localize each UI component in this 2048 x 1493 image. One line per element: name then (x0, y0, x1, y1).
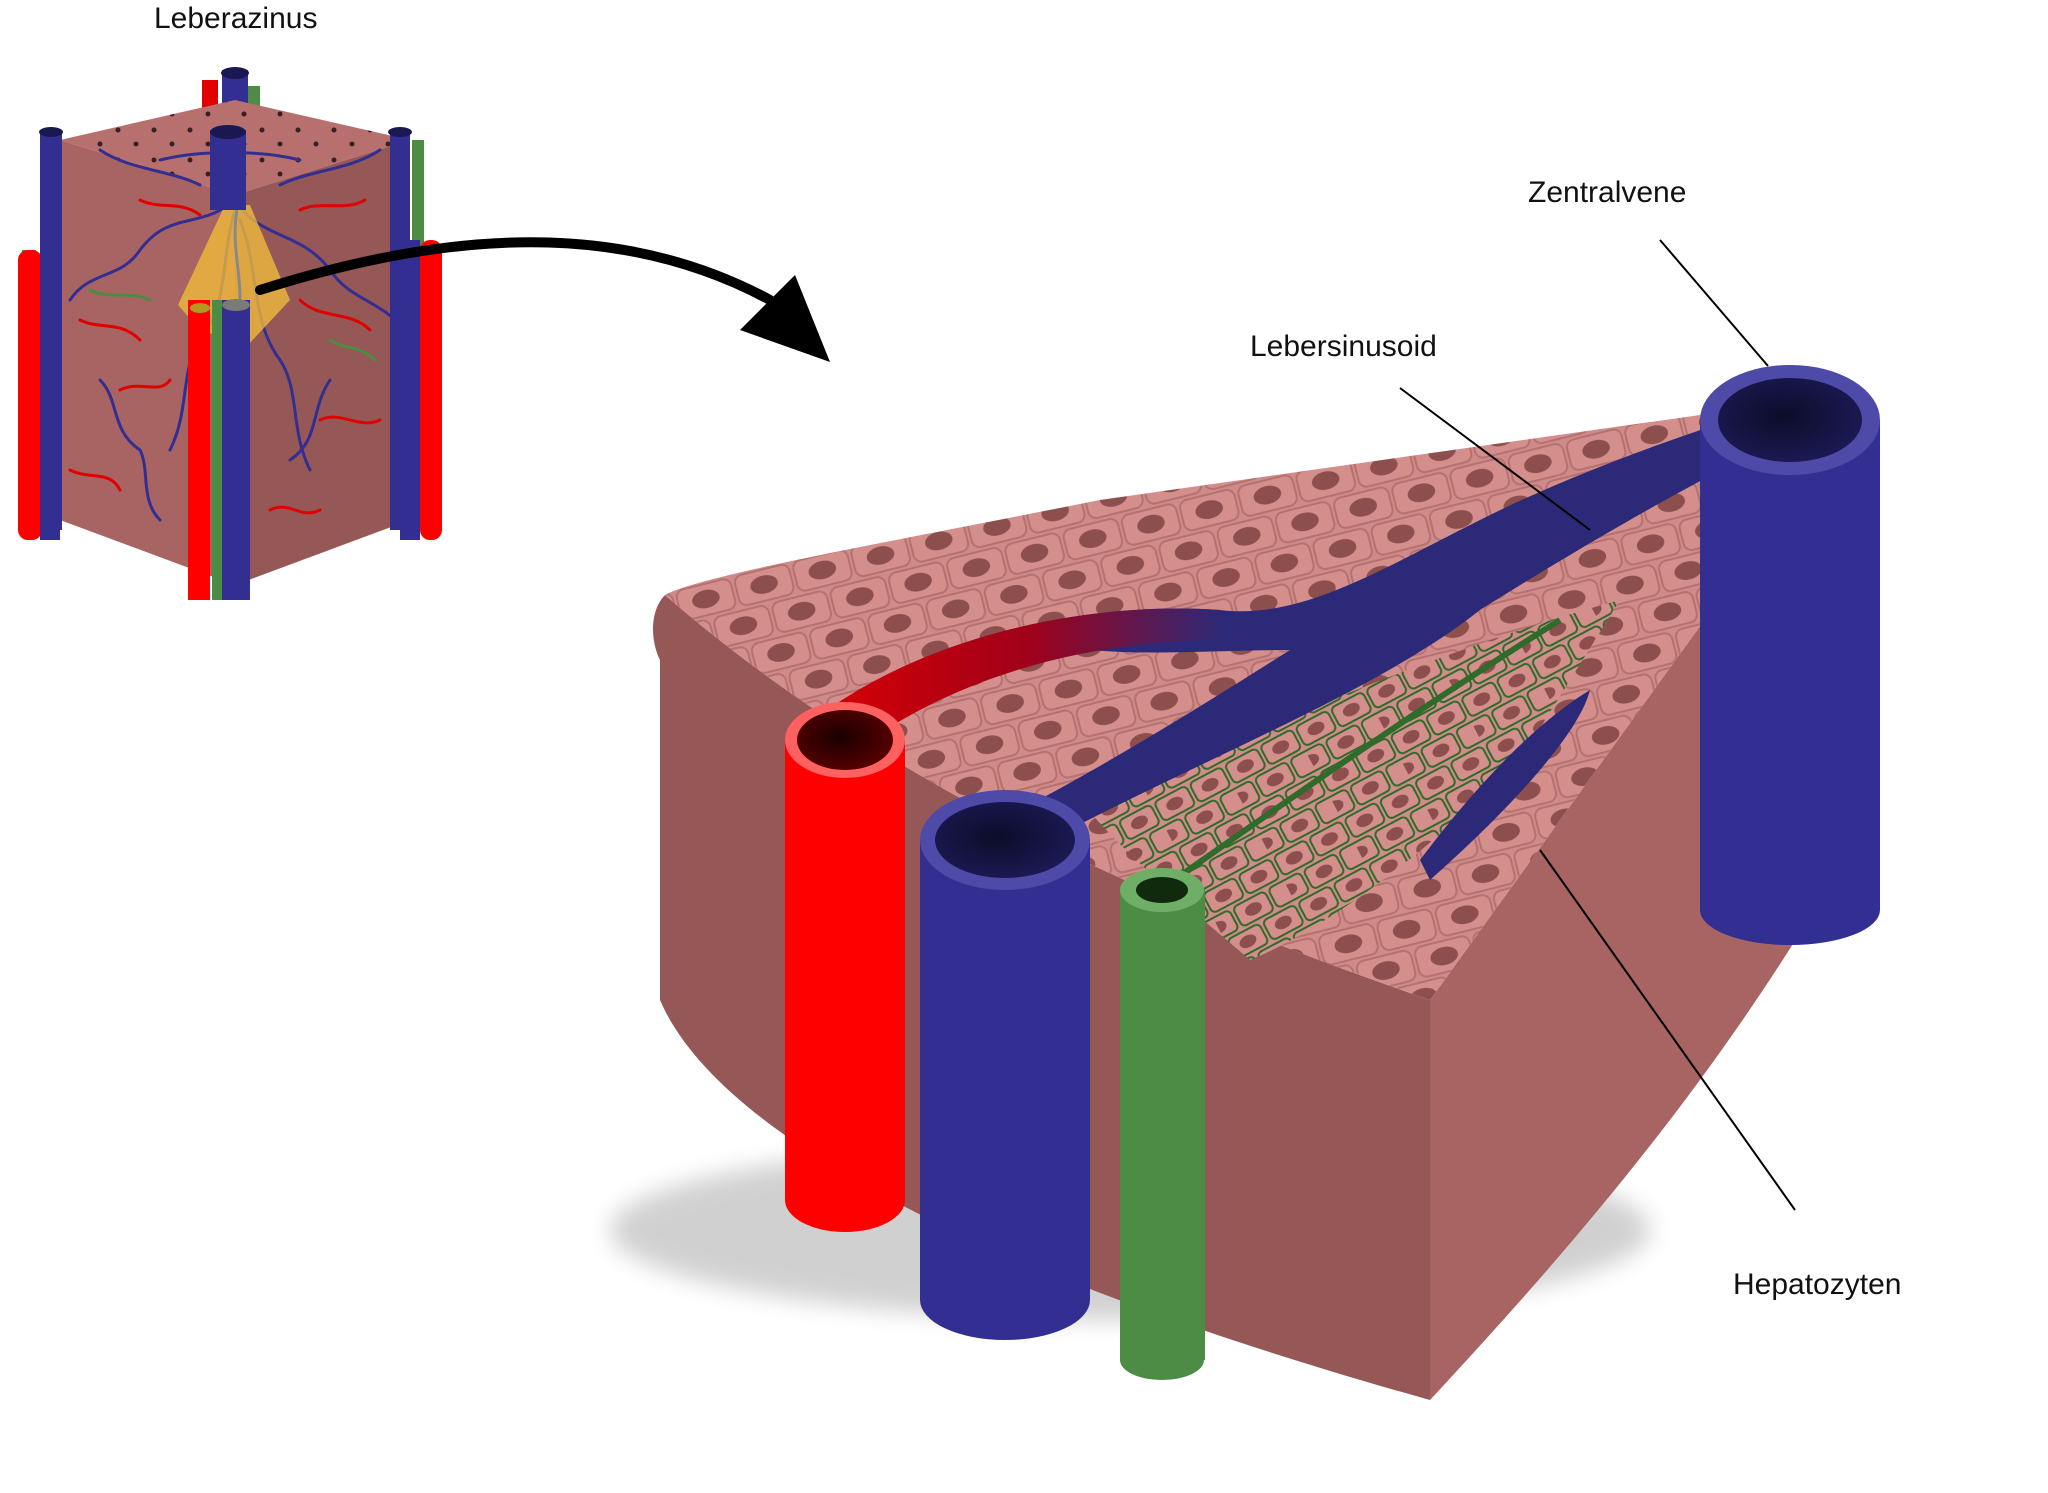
acinus-left-vein-hole (39, 127, 63, 137)
acinus-front-vein-hole (222, 299, 250, 311)
lobule-wedge (610, 365, 1880, 1400)
bile-duct-lumen (1136, 877, 1188, 903)
acinus-left-artery (18, 250, 42, 540)
acinus-right-artery (420, 240, 442, 540)
central-vein-bottom (1700, 875, 1880, 945)
hepatic-artery-body (785, 740, 905, 1200)
arrow-shaft (255, 237, 775, 305)
acinus-center-vein (210, 130, 246, 210)
hepatic-artery-bottom (785, 1168, 905, 1232)
label-central-vein: Zentralvene (1528, 176, 1687, 209)
acinus-block (18, 67, 442, 600)
sinusoid-side-branch (1420, 690, 1590, 880)
sinusoid-network (790, 420, 1760, 840)
acinus-right-face (235, 140, 410, 585)
acinus-front-artery (188, 300, 210, 600)
acinus-back-vein-hole (221, 67, 249, 79)
central-vein-body (1700, 420, 1880, 910)
acinus-front-duct (212, 300, 222, 600)
label-hepatocytes: Hepatozyten (1733, 1268, 1902, 1301)
label-sinusoid: Lebersinusoid (1250, 330, 1437, 363)
acinus-right-vein-front (400, 240, 420, 540)
hepatic-artery-lumen (797, 710, 893, 770)
leader-hepatocytes (1539, 849, 1796, 1211)
portal-vein-body (920, 840, 1090, 1300)
acinus-right-vein-hole (388, 127, 412, 137)
leader-central-vein (1659, 239, 1769, 367)
acinus-center-vein-hole (210, 125, 246, 139)
acinus-left-vein-front (40, 240, 60, 540)
bile-duct-bottom (1120, 1340, 1204, 1380)
acinus-front-artery-hole (190, 303, 210, 313)
wedge-bile-zone (1080, 600, 1620, 960)
arrow-head (740, 275, 830, 362)
label-acinus: Leberazinus (154, 2, 318, 35)
leader-lines (1399, 239, 1796, 1211)
bile-canaliculus (1158, 617, 1562, 893)
bile-duct-body (1120, 890, 1205, 1360)
acinus-front-vein (222, 300, 250, 600)
leader-sinusoid (1399, 387, 1591, 531)
portal-vein-bottom (920, 1260, 1090, 1340)
zoom-arrow (255, 237, 830, 362)
portal-vein-lumen (935, 802, 1075, 878)
central-vein-lumen (1718, 378, 1862, 462)
